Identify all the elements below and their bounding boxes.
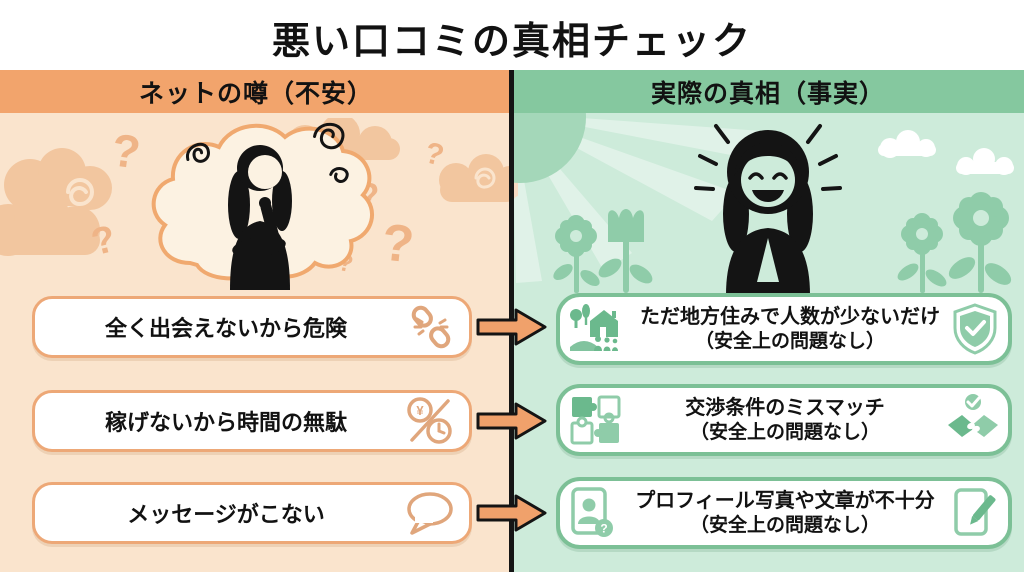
truth-box-2: 交渉条件のミスマッチ （安全上の問題なし） xyxy=(556,384,1012,456)
yen-clock-slash-icon: ¥ xyxy=(407,397,452,444)
profile-question-icon: ? xyxy=(571,487,613,537)
truth-box-1: ただ地方住みで人数が少ないだけ （安全上の問題なし） xyxy=(556,293,1012,365)
broken-link-icon xyxy=(411,305,451,349)
speech-bubble-icon xyxy=(407,492,453,535)
arrow-right-icon xyxy=(476,402,547,440)
left-column-header: ネットの噂（不安） xyxy=(0,70,512,113)
rumor-box-1: 全く出会えないから危険 xyxy=(32,296,472,358)
rumor-text: 全く出会えないから危険 xyxy=(104,316,347,341)
rumor-text: メッセージがこない xyxy=(127,502,325,527)
shield-check-icon xyxy=(953,303,997,355)
truth-text: ただ地方住みで人数が少ないだけ xyxy=(640,305,940,328)
truth-note: （安全上の問題なし） xyxy=(694,330,885,352)
truth-note: （安全上の問題なし） xyxy=(689,421,880,443)
page-title: 悪い口コミの真相チェック xyxy=(271,21,752,63)
rumor-box-3: メッセージがこない xyxy=(32,482,472,544)
truth-note: （安全上の問題なし） xyxy=(689,514,880,536)
right-column-header: 実際の真相（事実） xyxy=(512,70,1024,113)
document-pencil-icon xyxy=(954,488,996,536)
handshake-check-icon xyxy=(948,394,998,437)
countryside-family-icon xyxy=(570,304,618,351)
truth-box-3: ? プロフィール写真や文章が不十分 （安全上の問題なし） xyxy=(556,477,1012,549)
puzzle-pieces-icon xyxy=(570,395,621,445)
arrow-right-icon xyxy=(476,308,547,346)
question-mark: ? xyxy=(355,173,383,218)
svg-text:¥: ¥ xyxy=(416,403,424,418)
question-mark: ? xyxy=(379,213,417,275)
rumor-text: 稼げないから時間の無駄 xyxy=(104,410,347,435)
rumor-box-2: 稼げないから時間の無駄 ¥ xyxy=(32,390,472,452)
truth-text: プロフィール写真や文章が不十分 xyxy=(635,489,935,512)
arrow-right-icon xyxy=(476,494,547,532)
svg-text:?: ? xyxy=(600,522,607,536)
truth-text: 交渉条件のミスマッチ xyxy=(685,396,885,419)
